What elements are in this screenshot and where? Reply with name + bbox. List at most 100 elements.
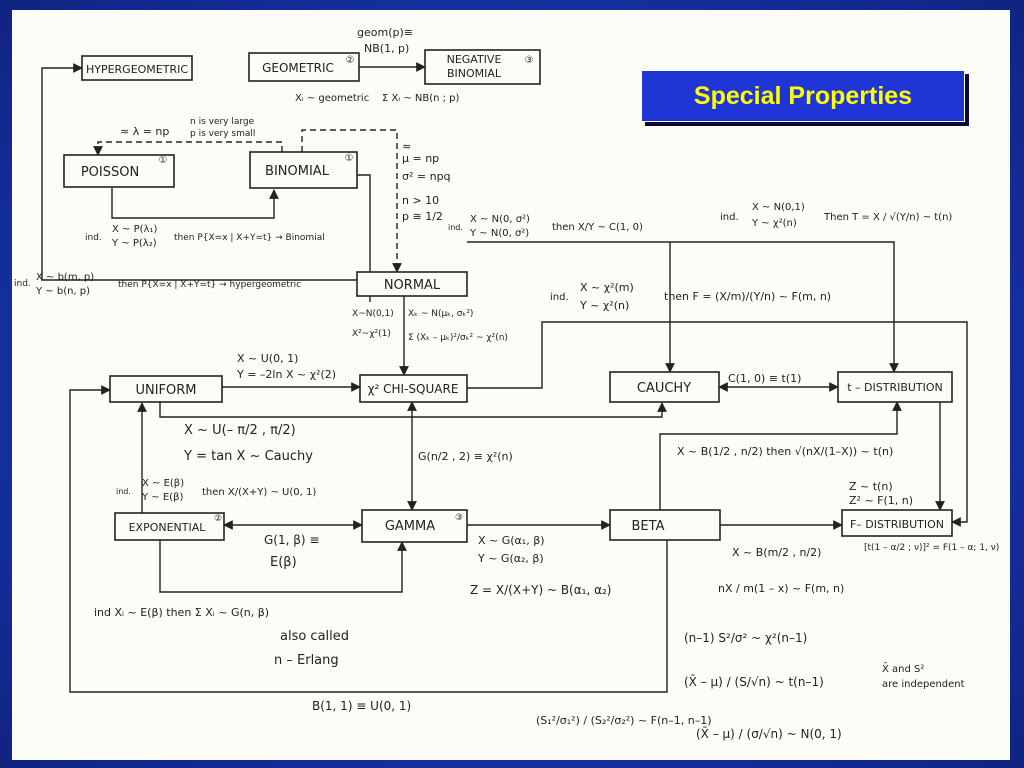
edge-normal-t — [467, 241, 899, 373]
n-large: n is very large — [190, 117, 255, 127]
normal-approx-5: p ≅ 1/2 — [402, 210, 443, 223]
beta-unif: B(1, 1) ≡ U(0, 1) — [312, 699, 411, 713]
edge-binomial-poisson — [93, 141, 283, 156]
box-t-distribution: t – DISTRIBUTION — [837, 371, 953, 403]
box-exponential: EXPONENTIAL ② — [114, 512, 225, 541]
hyper-ind-3: ind. — [14, 279, 31, 289]
box-label: POISSON — [81, 165, 139, 180]
norm-chi-4: Σ (Xₖ – μₖ)²/σₖ² ~ χ²(n) — [408, 333, 508, 343]
samp-5: (S₁²/σ₁²) / (S₂²/σ₂²) ~ F(n–1, n–1) — [536, 714, 712, 727]
box-binomial: BINOMIAL ① — [249, 151, 358, 189]
box-label-1: NEGATIVE — [447, 53, 502, 66]
box-beta: BETA — [609, 509, 721, 541]
exp-gamma-1: G(1, β) ≡ — [264, 533, 319, 547]
unif-chi-2: Y = –2ln X ~ χ²(2) — [236, 368, 336, 381]
box-label: χ² CHI-SQUARE — [368, 382, 459, 396]
erlang-2: also called — [280, 629, 349, 644]
p-small: p is very small — [190, 129, 255, 139]
box-label-2: BINOMIAL — [447, 67, 502, 80]
samp-4: are independent — [882, 679, 965, 690]
box-hypergeometric: HYPERGEOMETRIC — [81, 55, 193, 81]
box-label: EXPONENTIAL — [129, 521, 207, 534]
box-geometric: GEOMETRIC ② — [248, 52, 360, 82]
erlang-1: ind Xᵢ ~ E(β) then Σ Xᵢ ~ G(n, β) — [94, 606, 269, 619]
box-poisson: POISSON ① — [63, 154, 175, 188]
cauchy-ind-1: X ~ N(0, σ²) — [470, 214, 530, 225]
edge-exponential-gamma-erlang — [159, 540, 407, 593]
gamma-beta-3: Z = X/(X+Y) ~ B(α₁, α₂) — [470, 583, 612, 597]
samp-3: X̄ and S² — [882, 662, 924, 675]
exp-unif-1: X ~ E(β) — [142, 478, 184, 489]
edge-binomial-normal-2 — [357, 174, 371, 302]
edge-uniform-cauchy — [159, 402, 667, 418]
exp-unif-2: Y ~ E(β) — [141, 492, 183, 503]
t-ind-2: Y ~ χ²(n) — [751, 218, 797, 229]
box-gamma: GAMMA ③ — [361, 509, 468, 543]
box-label: NORMAL — [384, 278, 441, 293]
t-ind-4: Then T = X / √(Y/n) ~ t(n) — [823, 212, 952, 223]
gamma-beta-2: Y ~ G(α₂, β) — [477, 552, 544, 565]
edge-binomial-normal — [301, 129, 402, 273]
cauchy-ind-3: ind. — [448, 223, 463, 232]
edge-binomial-hypergeometric — [41, 63, 357, 281]
beta-f-1: X ~ B(m/2 , n/2) — [732, 546, 821, 559]
title-banner: Special Properties — [641, 70, 965, 122]
t-ind-3: ind. — [720, 212, 739, 223]
box-number: ① — [345, 153, 354, 164]
box-label: BINOMIAL — [265, 164, 330, 179]
gamma-beta-1: X ~ G(α₁, β) — [478, 534, 545, 547]
cauchy-ind-4: then X/Y ~ C(1, 0) — [552, 222, 643, 233]
poisson-ind-3: ind. — [85, 233, 102, 243]
samp-6: (X̄ – μ) / (σ/√n) ~ N(0, 1) — [696, 727, 842, 741]
box-label: UNIFORM — [135, 383, 196, 398]
samp-1: (n–1) S²/σ² ~ χ²(n–1) — [684, 631, 807, 645]
samp-2: (X̄ – μ) / (S/√n) ~ t(n–1) — [684, 675, 824, 689]
page-title: Special Properties — [693, 81, 913, 110]
diagram-sheet: HYPERGEOMETRIC GEOMETRIC ② NEGATIVE BINO… — [12, 10, 1010, 760]
cauchy-ind-2: Y ~ N(0, σ²) — [469, 228, 529, 239]
exp-unif-4: then X/(X+Y) ~ U(0, 1) — [202, 487, 316, 498]
t-f-1: Z ~ t(n) — [849, 480, 893, 493]
box-label: BETA — [632, 519, 665, 534]
box-cauchy: CAUCHY — [609, 371, 720, 403]
box-chi-square: χ² CHI-SQUARE — [359, 374, 468, 403]
norm-chi-3: Xₖ ~ N(μₖ, σₖ²) — [408, 309, 473, 319]
geom-sum-2: Σ Xᵢ ~ NB(n ; p) — [382, 93, 460, 104]
box-normal: NORMAL — [356, 271, 468, 297]
box-number: ② — [214, 514, 222, 524]
box-f-distribution: F– DISTRIBUTION — [841, 509, 953, 537]
geom-eq-1: geom(p)≡ — [357, 26, 413, 39]
poisson-ind-2: Y ~ P(λ₂) — [111, 238, 157, 249]
beta-f-2: nX / m(1 – x) ~ F(m, n) — [718, 582, 844, 595]
box-label: GEOMETRIC — [262, 61, 334, 75]
beta-t: X ~ B(1/2 , n/2) then √(nX/(1–X)) ~ t(n) — [677, 445, 893, 458]
norm-chi-2: X²~χ²(1) — [352, 329, 391, 339]
normal-approx-4: n > 10 — [402, 194, 439, 207]
hyper-ind-2: Y ~ b(n, p) — [35, 286, 90, 297]
poisson-ind-4: then P{X=x | X+Y=t} → Binomial — [174, 233, 325, 243]
unif-chi-1: X ~ U(0, 1) — [237, 352, 298, 365]
edge-beta-t — [659, 401, 902, 523]
norm-chi-1: X~N(0,1) — [352, 309, 394, 319]
box-number: ③ — [455, 513, 463, 523]
hyper-ind-1: X ~ b(m, p) — [36, 272, 94, 283]
t-f-2: Z² ~ F(1, n) — [849, 494, 913, 507]
poisson-ind-1: X ~ P(λ₁) — [112, 224, 157, 235]
gamma-chi: G(n/2 , 2) ≡ χ²(n) — [418, 450, 513, 463]
geom-sum-1: Xᵢ ~ geometric — [295, 93, 369, 104]
exp-unif-3: ind. — [116, 487, 131, 496]
hyper-ind-4: then P{X=x | X+Y=t} → hypergeometric — [118, 280, 301, 290]
unif-cauchy-1: X ~ U(– π/2 , π/2) — [184, 423, 296, 438]
box-number: ① — [159, 155, 168, 166]
box-label: t – DISTRIBUTION — [847, 381, 943, 394]
f-ind-4: then F = (X/m)/(Y/n) ~ F(m, n) — [664, 290, 831, 303]
f-ind-1: X ~ χ²(m) — [580, 281, 634, 294]
box-uniform: UNIFORM — [109, 375, 223, 403]
exp-gamma-2: E(β) — [270, 555, 297, 570]
box-label: F– DISTRIBUTION — [850, 518, 944, 531]
f-ind-3: ind. — [550, 292, 569, 303]
geom-eq-2: NB(1, p) — [364, 42, 409, 55]
t-f-quantile: [t(1 – α/2 ; ν)]² = F(1 – α; 1, ν) — [864, 543, 999, 553]
poisson-approx: ≈ λ = np — [120, 125, 169, 138]
normal-approx-2: μ = np — [402, 152, 439, 165]
